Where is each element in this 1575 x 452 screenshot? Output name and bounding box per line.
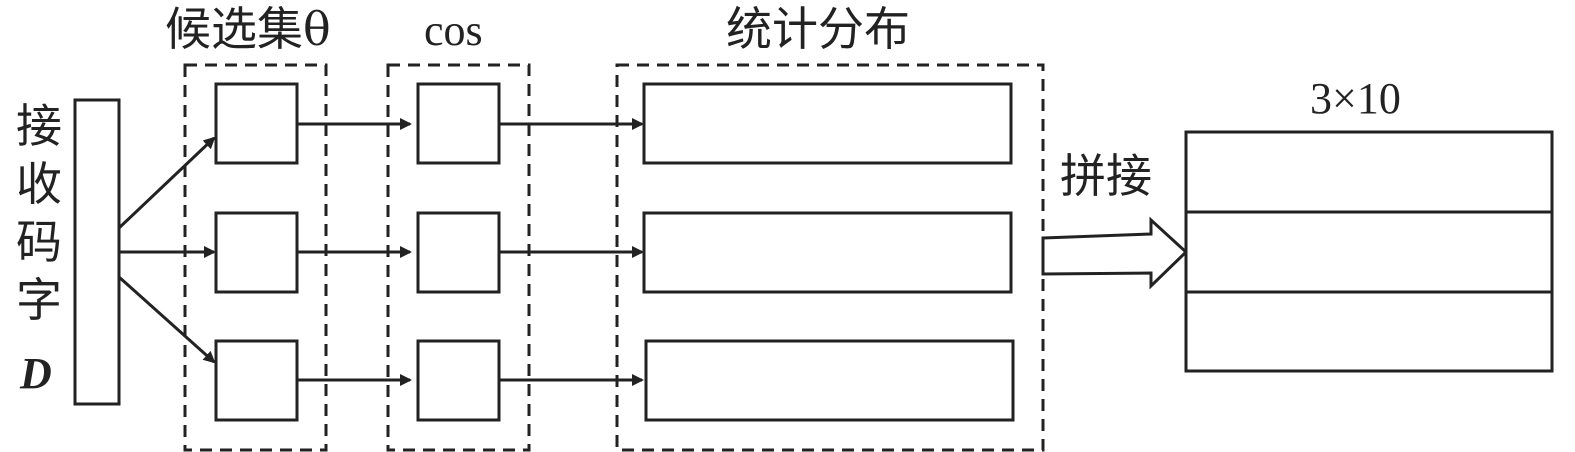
input-label-char-1: 接	[16, 99, 62, 153]
cos-box-1	[416, 82, 501, 165]
arrow-input-to-candidate-1	[117, 136, 216, 230]
statistics-box-3	[644, 339, 1015, 422]
output-row-2	[1184, 210, 1554, 294]
input-label-char-2: 收	[16, 157, 62, 211]
concat-label: 拼接	[1060, 149, 1152, 203]
statistics-box-1	[642, 82, 1013, 165]
input-label-char-4: 字	[16, 273, 62, 327]
cos-title: cos	[424, 6, 483, 55]
output-size-label: 3×10	[1310, 74, 1401, 123]
candidate-box-2	[214, 211, 299, 294]
candidate-set-title: 候选集θ	[165, 2, 331, 56]
concat-arrow	[1041, 216, 1189, 290]
cos-box-2	[416, 211, 501, 294]
output-row-3	[1184, 290, 1554, 373]
candidate-box-3	[214, 339, 299, 422]
cos-group	[386, 63, 531, 452]
statistics-box-2	[642, 211, 1013, 294]
input-label-char-3: 码	[16, 215, 62, 269]
candidate-box-1	[214, 82, 299, 165]
statistics-group	[615, 63, 1045, 452]
input-label-symbol: D	[19, 349, 52, 398]
candidate-set-group	[183, 63, 328, 452]
cos-box-3	[416, 339, 501, 422]
arrow-input-to-candidate-3	[117, 275, 216, 364]
output-row-1	[1184, 130, 1554, 214]
input-codeword-box	[73, 98, 121, 406]
statistics-title: 统计分布	[726, 2, 910, 56]
